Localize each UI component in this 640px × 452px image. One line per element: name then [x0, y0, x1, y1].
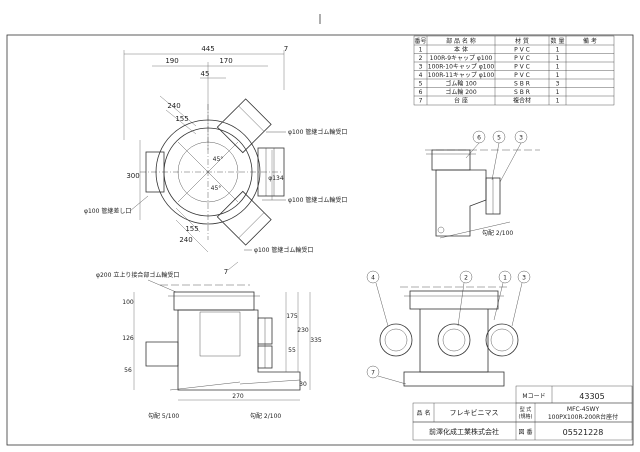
spec-value: 100PX100R-200R台座付: [548, 413, 618, 421]
dim-100: 100: [122, 299, 134, 306]
product-name: フレキビニマス: [450, 408, 499, 417]
dim-300: 300: [126, 172, 139, 180]
part-material-7: 複合材: [513, 97, 531, 105]
dim-134: φ134: [268, 175, 284, 182]
front-cap-center: [437, 323, 471, 357]
dim-55: 55: [288, 347, 296, 354]
dim-155a: 155: [175, 115, 188, 123]
dim-45: 45: [201, 70, 210, 78]
label-left: φ100 管継差し口: [84, 207, 131, 215]
part-qty-7: 1: [556, 98, 560, 105]
plan-upper-branch: [216, 98, 272, 154]
dim-7: 7: [284, 45, 288, 53]
dim-30: 30: [299, 381, 307, 388]
part-material-3: P V C: [514, 64, 530, 71]
balloon-6: 6: [477, 135, 481, 142]
part-no-5: 5: [419, 81, 423, 88]
elevation-view: φ200 立上り接合部ゴム輪受口 100 126 56 175 230 55 3…: [96, 271, 322, 420]
part-name-6: ゴム輪 200: [445, 88, 477, 96]
side-view: 勾配 2/100 6 5 3: [425, 130, 540, 239]
model-label: 型 式: [520, 406, 532, 413]
elev-slope-right: 勾配 2/100: [250, 412, 281, 420]
parts-header-material: 材 質: [515, 37, 529, 45]
company-name: 前澤化成工業株式会社: [429, 427, 499, 436]
part-no-1: 1: [419, 47, 423, 54]
part-no-3: 3: [419, 64, 423, 71]
angle-45b: 45°: [211, 185, 222, 192]
part-qty-1: 1: [556, 47, 560, 54]
part-material-6: S B R: [514, 89, 530, 96]
elev-slope-left: 勾配 5/100: [148, 412, 179, 420]
mcode-value: 43305: [579, 392, 604, 401]
parts-header-no: 番号: [414, 38, 426, 45]
name-label: 品 名: [417, 409, 431, 417]
plan-lower-branch: [216, 190, 272, 246]
model-label-2: (規格): [519, 413, 533, 420]
part-qty-6: 1: [556, 89, 560, 96]
part-material-5: S B R: [514, 81, 530, 88]
sheet-border: [6, 34, 634, 446]
dim-170: 170: [219, 57, 232, 65]
part-no-6: 6: [419, 89, 423, 96]
balloon-1: 1: [503, 275, 507, 282]
elev-label-top: φ200 立上り接合部ゴム輪受口: [96, 271, 179, 279]
mcode-label: Mコード: [522, 393, 545, 400]
dim-56: 56: [124, 367, 132, 374]
label-right-mid: φ100 管継ゴム輪受口: [288, 196, 347, 204]
angle-45a: 45°: [213, 156, 224, 163]
plan-right-socket: [257, 147, 285, 197]
front-cap-right: [485, 323, 519, 357]
balloon-4: 4: [371, 275, 375, 282]
part-qty-4: 1: [556, 72, 560, 79]
parts-header-qty: 数 量: [551, 37, 565, 45]
part-name-3: 100R-10キャップ φ100: [428, 64, 495, 71]
model-value: MFC-45WY: [567, 406, 600, 413]
part-name-2: 100R-9キャップ φ100: [430, 55, 493, 62]
part-name-7: 台 座: [454, 97, 468, 105]
parts-table: 番号 部 品 名 称 材 質 数 量 備 考 1 本 体 P V C 1 2 1…: [413, 35, 615, 106]
part-material-4: P V C: [514, 72, 530, 79]
front-cap-left: [379, 323, 413, 357]
part-qty-2: 1: [556, 55, 560, 62]
dim-240b: 240: [179, 236, 192, 244]
part-qty-5: 3: [556, 81, 560, 88]
part-name-4: 100R-11キャップ φ100: [428, 72, 495, 79]
part-material-1: P V C: [514, 47, 530, 54]
dim-7b: 7: [224, 268, 228, 276]
label-bottom: φ100 管継ゴム輪受口: [254, 246, 313, 254]
dim-126: 126: [122, 335, 134, 342]
dim-190: 190: [165, 57, 178, 65]
title-block: Mコード 43305 品 名 フレキビニマス 型 式 (規格) MFC-45WY…: [412, 385, 633, 441]
plan-left-spigot: [145, 151, 165, 193]
label-right-top: φ100 管継ゴム輪受口: [288, 128, 347, 136]
part-name-5: ゴム輪 100: [445, 80, 477, 88]
part-material-2: P V C: [514, 55, 530, 62]
part-qty-3: 1: [556, 64, 560, 71]
balloon-3-front: 3: [522, 275, 526, 282]
balloon-2: 2: [464, 275, 468, 282]
balloon-7: 7: [371, 370, 375, 377]
front-base: [403, 371, 505, 387]
front-view: 4 2 1 3 7: [366, 270, 531, 387]
parts-header-note: 備 考: [583, 37, 597, 45]
dim-240a: 240: [167, 102, 180, 110]
dim-175: 175: [286, 313, 298, 320]
dim-230: 230: [297, 327, 309, 334]
side-slope: 勾配 2/100: [482, 229, 513, 237]
balloon-5: 5: [497, 135, 501, 142]
dim-445: 445: [201, 45, 214, 53]
dim-335: 335: [310, 337, 322, 344]
dim-155b: 155: [185, 225, 198, 233]
part-name-1: 本 体: [454, 46, 468, 54]
drawing-no-label: 図 番: [519, 429, 533, 436]
part-no-2: 2: [419, 55, 423, 62]
parts-header-name: 部 品 名 称: [446, 37, 476, 45]
part-no-4: 4: [419, 72, 423, 79]
plan-view: 445 7 190 170 45 240 155 300 φ134 155 24…: [84, 45, 347, 276]
dim-270: 270: [232, 393, 244, 400]
drawing-no: 05521228: [563, 428, 604, 437]
balloon-3-side: 3: [519, 135, 523, 142]
part-no-7: 7: [419, 98, 423, 105]
